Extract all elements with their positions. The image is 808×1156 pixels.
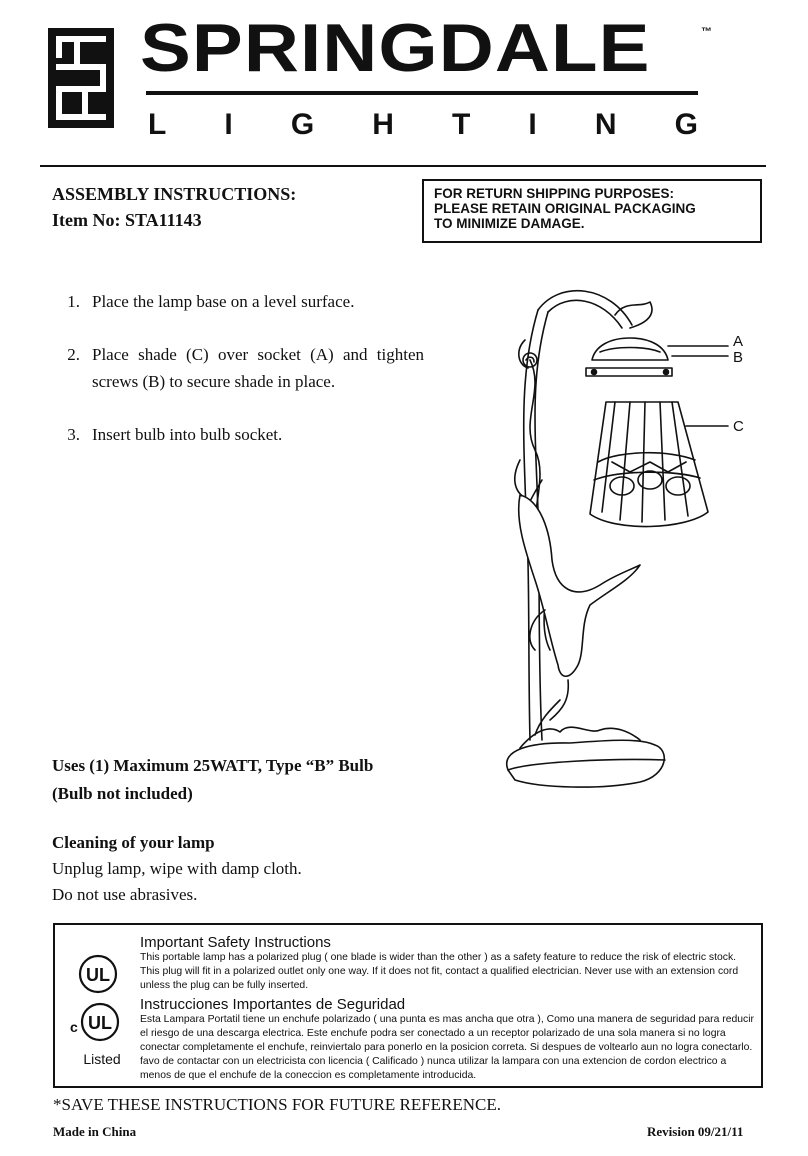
step-text: Insert bulb into bulb socket.: [92, 425, 283, 444]
brand-sub-letter: G: [290, 108, 315, 141]
brand-sub-letter: L: [148, 108, 167, 141]
diagram-label-c: C: [733, 418, 744, 435]
step-item: 2. Place shade (C) over socket (A) and t…: [52, 341, 424, 395]
brand-sub-letter: G: [674, 108, 698, 141]
step-number: 1.: [67, 292, 80, 311]
return-notice-line: TO MINIMIZE DAMAGE.: [434, 216, 585, 231]
cleaning-title: Cleaning of your lamp: [52, 833, 215, 852]
lamp-diagram: [505, 289, 729, 788]
ul-mark: UL: [86, 965, 110, 985]
item-number: Item No: STA11143: [52, 210, 202, 230]
cleaning-line: Unplug lamp, wipe with damp cloth.: [52, 859, 302, 878]
safety-title-es: Instrucciones Importantes de Seguridad: [140, 996, 406, 1013]
safety-body-en: This portable lamp has a polarized plug …: [140, 952, 739, 991]
trademark-symbol: ™: [701, 26, 712, 38]
safety-body-es: Esta Lampara Portatil tiene un enchufe p…: [140, 1014, 754, 1081]
brand-sub-letter: I: [528, 108, 537, 141]
springdale-logo-icon: [48, 28, 114, 128]
step-number: 2.: [67, 345, 80, 364]
brand-sub-letter: T: [452, 108, 471, 141]
brand-underline: [146, 91, 698, 95]
brand-subtitle: L I G H T I N G: [148, 108, 698, 142]
made-in-label: Made in China: [53, 1124, 137, 1139]
bulb-info: Uses (1) Maximum 25WATT, Type “B” Bulb (…: [52, 752, 373, 808]
ul-listed-label: Listed: [83, 1051, 120, 1067]
step-number: 3.: [67, 425, 80, 444]
step-item: 3. Insert bulb into bulb socket.: [52, 421, 424, 448]
diagram-label-a: A: [733, 333, 744, 350]
ul-mark: UL: [88, 1013, 112, 1033]
safety-instructions: Important Safety Instructions This porta…: [140, 934, 755, 1086]
step-text: Place shade (C) over socket (A) and tigh…: [92, 345, 424, 391]
step-item: 1. Place the lamp base on a level surfac…: [52, 288, 424, 315]
brand-sub-letter: I: [224, 108, 233, 141]
ul-c-mark: c: [70, 1019, 78, 1035]
safety-title-en: Important Safety Instructions: [140, 934, 331, 951]
save-instructions-note: *SAVE THESE INSTRUCTIONS FOR FUTURE REFE…: [53, 1095, 502, 1114]
cleaning-line: Do not use abrasives.: [52, 885, 198, 904]
return-notice-line: FOR RETURN SHIPPING PURPOSES:: [434, 186, 675, 201]
bulb-not-included: (Bulb not included): [52, 784, 193, 803]
brand-name: SPRINGDALE: [140, 10, 651, 86]
revision-label: Revision 09/21/11: [647, 1124, 744, 1139]
return-shipping-notice: FOR RETURN SHIPPING PURPOSES: PLEASE RET…: [422, 179, 762, 243]
assembly-steps: 1. Place the lamp base on a level surfac…: [52, 288, 424, 474]
ul-listed-icon: UL UL c Listed: [70, 954, 121, 1067]
safety-box: [53, 923, 763, 1088]
assembly-title: ASSEMBLY INSTRUCTIONS:: [52, 184, 297, 204]
brand-sub-letter: H: [372, 108, 394, 141]
diagram-label-b: B: [733, 349, 744, 366]
return-notice-line: PLEASE RETAIN ORIGINAL PACKAGING: [434, 201, 696, 216]
bulb-requirement: Uses (1) Maximum 25WATT, Type “B” Bulb: [52, 756, 374, 775]
cleaning-section: Cleaning of your lamp Unplug lamp, wipe …: [52, 830, 302, 908]
header-divider: [40, 165, 766, 167]
brand-sub-letter: N: [594, 108, 617, 141]
step-text: Place the lamp base on a level surface.: [92, 292, 355, 311]
